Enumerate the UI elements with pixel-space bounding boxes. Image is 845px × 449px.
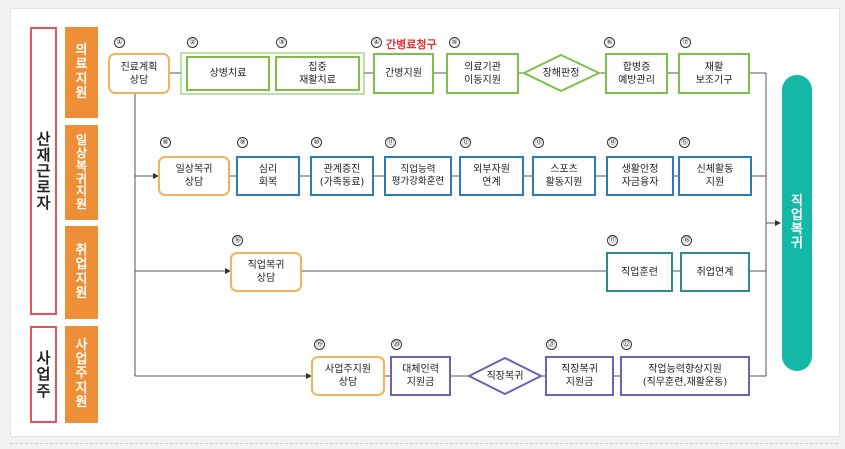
group-industrial-worker-char: 근	[36, 161, 51, 180]
number-badge-6: ⑥	[604, 37, 615, 48]
category-medical-char: 료	[75, 57, 88, 73]
number-badge-12: ⑫	[460, 137, 471, 148]
diamond-disability	[521, 53, 602, 93]
number-badge-22: ㉒	[621, 339, 632, 350]
category-employment-char: 지	[75, 271, 88, 287]
node-return-subsidy: 직장복귀 지원금	[545, 356, 614, 396]
claim-label: 간병료청구	[386, 38, 437, 51]
number-badge-1: ①	[114, 37, 125, 48]
node-psych-recovery: 심리 회복	[236, 156, 300, 196]
node-injury-treatment: 상병치료	[186, 56, 270, 91]
number-badge-5: ⑤	[449, 37, 460, 48]
number-badge-13: ⑬	[533, 137, 544, 148]
bottom-divider	[10, 443, 838, 444]
node-job-return-consult: 직업복귀 상담	[230, 252, 302, 292]
category-employer-support-char: 사	[75, 338, 88, 354]
node-external-resources: 외부자원 연계	[459, 156, 524, 196]
group-industrial-worker-char: 재	[36, 145, 51, 164]
node-daily-return-consult: 일상복귀 상담	[158, 156, 230, 196]
category-medical-char: 원	[75, 85, 88, 101]
node-sports-support: 스포츠 활동지원	[532, 156, 596, 196]
node-vocational-training: 직업훈련	[606, 252, 673, 292]
node-return-to-work: 직장복귀	[486, 370, 524, 382]
group-industrial-worker-char: 산	[36, 129, 51, 148]
category-medical-char: 지	[75, 71, 88, 87]
category-employment-char: 취	[75, 243, 88, 259]
number-badge-3: ③	[276, 37, 287, 48]
node-relationship: 관계증진 (가족동료)	[310, 156, 374, 196]
final-job-return-char: 직	[791, 193, 803, 209]
category-daily-char: 복	[75, 158, 88, 173]
node-nursing-support: 간병지원	[373, 53, 434, 94]
final-job-return-char: 귀	[791, 236, 803, 252]
number-badge-20: ⑳	[391, 339, 402, 350]
category-employer-support-char: 원	[75, 394, 88, 410]
node-job-ability-training: 직업능력 평가강화훈련	[384, 156, 452, 196]
node-medical-transport: 의료기관 이동지원	[446, 53, 519, 94]
number-badge-9: ⑨	[237, 137, 248, 148]
node-rehab-aids: 재활 보조기구	[678, 53, 750, 94]
category-employer-support-char: 지	[75, 380, 88, 396]
category-employment-char: 업	[75, 257, 88, 273]
node-employer-consult: 사업주지원 상담	[311, 356, 385, 396]
number-badge-2: ②	[187, 37, 198, 48]
number-badge-16: ⑯	[232, 235, 243, 246]
node-living-loan: 생활안정 자금융자	[606, 156, 674, 196]
group-industrial-worker-char: 자	[36, 194, 51, 213]
node-physical-activity: 신체활동 지원	[678, 156, 752, 196]
node-job-placement: 취업연계	[680, 252, 750, 292]
group-employer-char: 주	[36, 381, 51, 400]
category-medical-char: 의	[75, 43, 88, 59]
category-daily-char: 지	[75, 184, 88, 199]
treatment-group-outline	[180, 52, 365, 95]
group-industrial-worker-char: 로	[36, 178, 51, 197]
number-badge-7: ⑦	[680, 37, 691, 48]
node-complication-prevention: 합병증 예방관리	[605, 53, 668, 94]
number-badge-18: ⑱	[681, 235, 692, 246]
category-daily-char: 원	[75, 197, 88, 212]
number-badge-8: ⑧	[160, 137, 171, 148]
number-badge-10: ⑩	[311, 137, 322, 148]
category-employer-support-char: 주	[75, 366, 88, 382]
node-intensive-rehab: 집중 재활치료	[275, 56, 360, 91]
number-badge-19: ⑲	[314, 339, 325, 350]
category-daily-char: 상	[75, 145, 88, 160]
number-badge-15: ⑮	[679, 137, 690, 148]
category-employment-char: 원	[75, 285, 88, 301]
number-badge-21: ㉑	[546, 339, 557, 350]
group-employer-char: 사	[36, 349, 51, 368]
node-treatment-plan: 진료계획 상담	[108, 53, 170, 94]
number-badge-4: ④	[371, 37, 382, 48]
category-daily-char: 일	[75, 132, 88, 147]
category-daily-char: 귀	[75, 171, 88, 186]
number-badge-14: ⑭	[607, 137, 618, 148]
number-badge-17: ⑰	[607, 235, 618, 246]
node-work-ability-improvement: 작업능력향상지원 (직무훈련,재활운동)	[620, 356, 750, 396]
node-substitute-subsidy: 대체인력 지원금	[390, 356, 451, 396]
final-job-return-char: 복	[791, 222, 803, 237]
diamond-return-work	[466, 356, 544, 396]
node-disability-assessment: 장해판정	[542, 67, 580, 79]
group-employer-char: 업	[36, 365, 51, 384]
number-badge-11: ⑪	[385, 137, 396, 148]
final-job-return-char: 업	[791, 207, 803, 223]
category-employer-support-char: 업	[75, 352, 88, 368]
